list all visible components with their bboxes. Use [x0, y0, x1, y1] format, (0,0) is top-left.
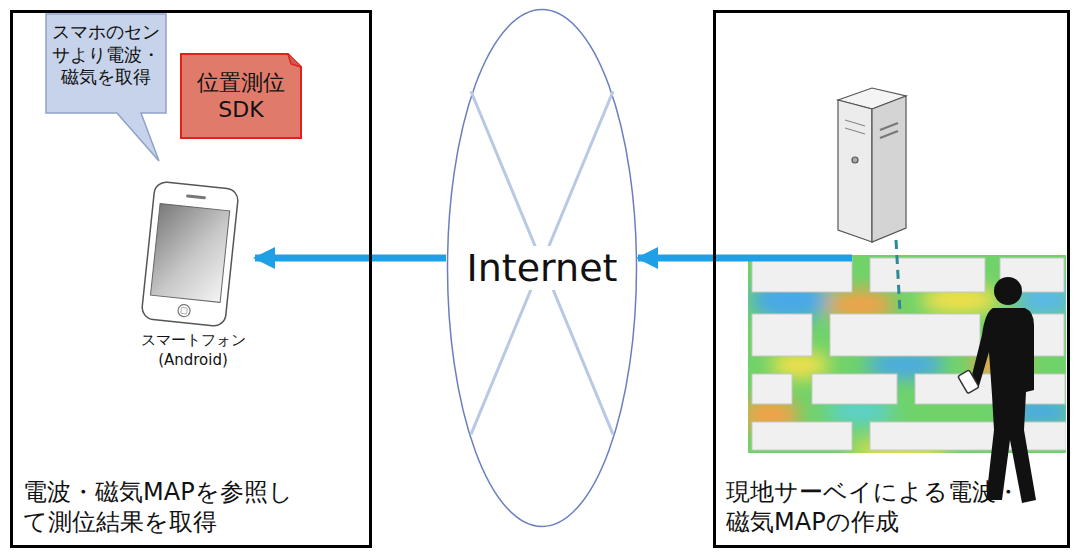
node-label: スマートフォン (Android)	[131, 331, 255, 370]
node-label: 電波・磁気MAPを参照して測位結果を取得	[23, 477, 308, 537]
server-illustration	[838, 88, 906, 242]
data-flow-line	[716, 255, 852, 262]
node-label: スマホのセンサより電波・磁気を取得	[49, 21, 163, 89]
surveyor-figure	[958, 277, 1036, 503]
leader-line	[896, 240, 900, 312]
sdk-outline	[181, 54, 301, 138]
node-label: 現地サーベイによる電波・磁気MAPの作成	[726, 477, 1036, 537]
sdk-box: 位置測位 SDK	[180, 53, 302, 139]
node-label: 位置測位 SDK	[191, 69, 291, 124]
callout-outline	[46, 14, 166, 161]
sdk-outline	[180, 53, 302, 139]
ellipse-outline	[448, 10, 637, 527]
smartphone-illustration	[141, 181, 239, 327]
callout-bubble: スマホのセンサより電波・磁気を取得	[45, 13, 167, 163]
smartphone-node: スマートフォン (Android)	[131, 181, 255, 381]
flow-arrow	[255, 255, 446, 262]
folded-corner	[288, 54, 301, 67]
panel-box: 現地サーベイによる電波・磁気MAPの作成	[713, 10, 1070, 548]
node-label: Internet	[463, 246, 622, 290]
flow-arrow	[638, 255, 713, 262]
internet-cloud: Internet	[446, 8, 638, 528]
panel-box: 電波・磁気MAPを参照して測位結果を取得 スマホのセンサより電波・磁気を取得位置測…	[10, 10, 372, 548]
